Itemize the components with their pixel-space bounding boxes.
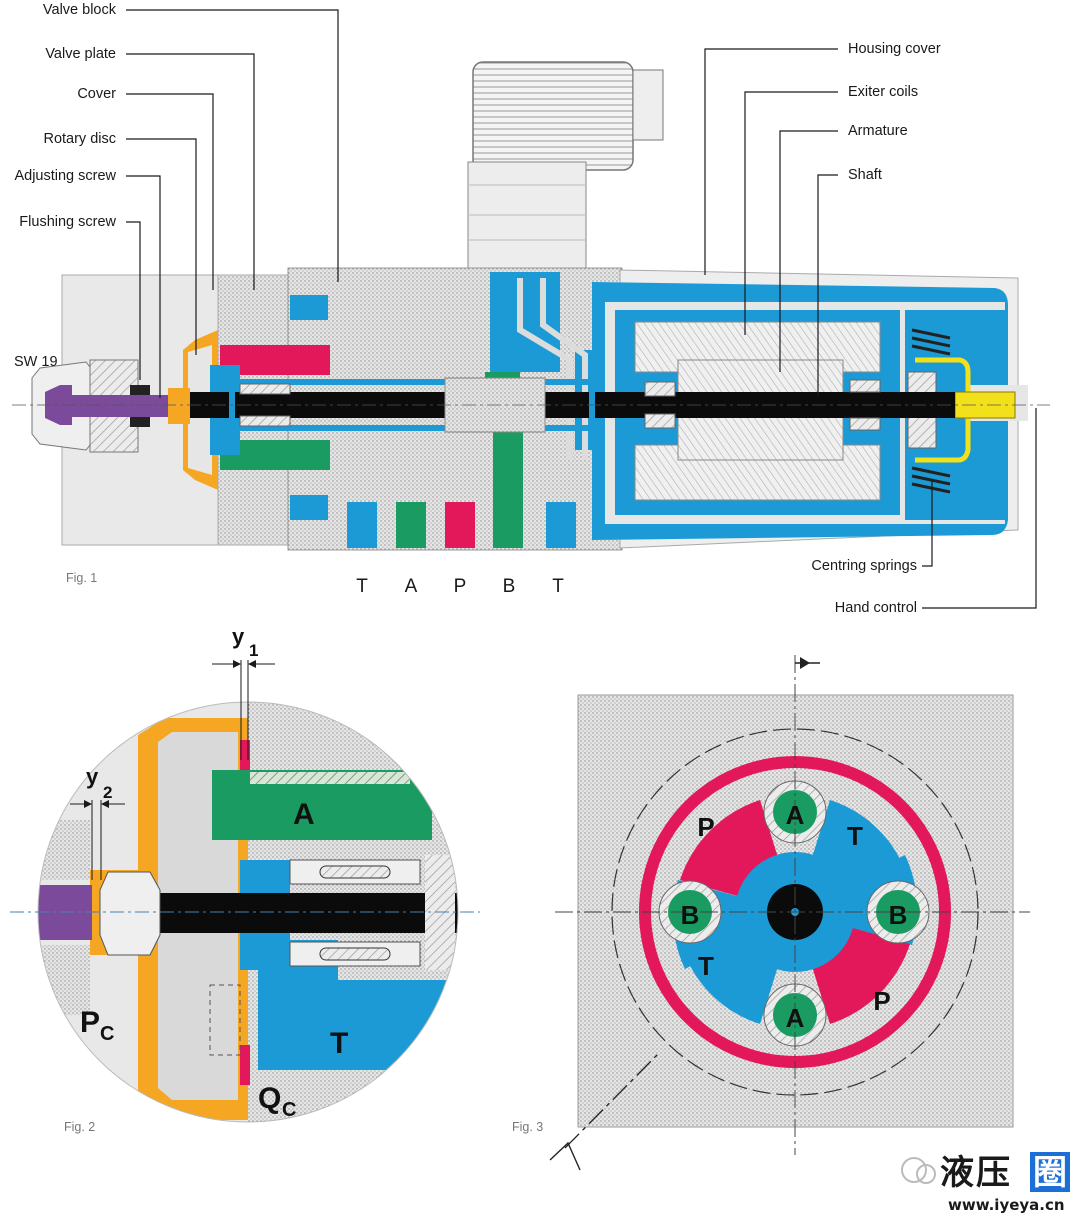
fig2-y2-label: y (86, 764, 99, 789)
caption-fig2: Fig. 2 (64, 1120, 95, 1134)
fig3-label-a-bottom: A (786, 1003, 805, 1033)
watermark-logo: 液 压 圈 www.iyeya.cn (901, 1152, 1070, 1214)
port-label-a: A (405, 576, 418, 597)
fig2-detail-circle: y 1 y 2 A T P C Q C Fig. 2 (10, 624, 480, 1134)
watermark-char-1: 液 (940, 1153, 974, 1193)
fig3-port-b-left (658, 880, 722, 944)
watermark-url: www.iyeya.cn (948, 1196, 1065, 1214)
caption-fig3: Fig. 3 (512, 1120, 543, 1134)
watermark-char-2: 压 (976, 1153, 1010, 1193)
fig2-qc-label: Q (258, 1082, 281, 1115)
fig3-cross-section: A A B B P P T T Fig. 3 (512, 655, 1030, 1171)
port-label-t-right: T (552, 576, 564, 597)
watermark-char-3: 圈 (1033, 1153, 1067, 1193)
label-exiter-coils: Exiter coils (848, 84, 918, 100)
label-hand-control: Hand control (835, 600, 917, 616)
fig2-pc-subscript: C (100, 1023, 114, 1045)
fig2-qc-subscript: C (282, 1099, 296, 1121)
label-armature: Armature (848, 123, 908, 139)
adjusting-screw-assembly (31, 359, 190, 453)
label-valve-plate: Valve plate (45, 46, 116, 62)
fig2-y2-subscript: 2 (103, 783, 112, 802)
fig3-label-t-bottom: T (698, 951, 714, 981)
fig1-callouts: Valve block Valve plate Cover Rotary dis… (14, 2, 1037, 616)
fig2-port-a-label: A (293, 798, 315, 831)
label-housing-cover: Housing cover (848, 41, 941, 57)
fig3-label-b-right: B (889, 900, 908, 930)
label-flushing-screw: Flushing screw (19, 214, 116, 230)
fig2-y1-subscript: 1 (249, 641, 258, 660)
label-sw19: SW 19 (14, 354, 58, 370)
fig2-nut (99, 871, 161, 956)
fig2-pc-label: P (80, 1006, 100, 1039)
fig2-y1-label: y (232, 624, 245, 649)
port-label-p: P (454, 576, 467, 597)
caption-fig1: Fig. 1 (66, 571, 97, 585)
label-shaft: Shaft (848, 167, 882, 183)
adjusting-screw (72, 395, 182, 417)
fig3-label-a-top: A (786, 800, 805, 830)
label-rotary-disc: Rotary disc (43, 131, 116, 147)
port-label-t-left: T (356, 576, 368, 597)
port-label-b: B (503, 576, 516, 597)
fig3-label-b-left: B (681, 900, 700, 930)
label-adjusting-screw: Adjusting screw (14, 168, 116, 184)
label-valve-block: Valve block (43, 2, 117, 18)
fig2-shaft (120, 893, 458, 933)
fig3-label-p-left: P (697, 812, 714, 842)
fig1-section-drawing (12, 61, 1050, 551)
fig3-label-t-top: T (847, 821, 863, 851)
fig3-label-p-right: P (873, 986, 890, 1016)
fig2-channel-t (258, 980, 458, 1070)
label-centring-springs: Centring springs (811, 558, 917, 574)
label-cover: Cover (77, 86, 116, 102)
plug-connector (467, 61, 664, 271)
fig2-port-t-label: T (330, 1027, 348, 1060)
